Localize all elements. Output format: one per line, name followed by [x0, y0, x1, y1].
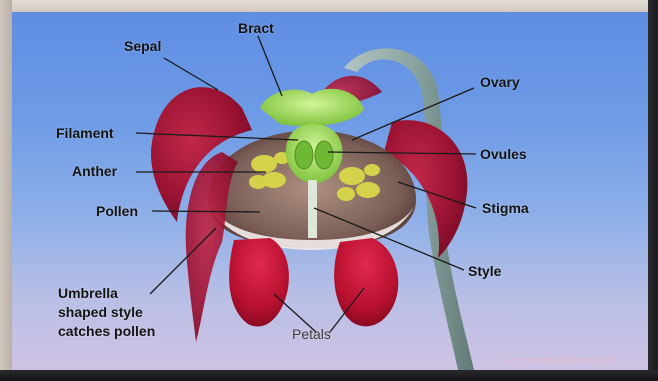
- petal-right: [334, 238, 398, 326]
- label-bract: Bract: [238, 20, 274, 37]
- slide-screen: Sepal Bract Ovary Filament Ovules Anther…: [12, 12, 648, 370]
- monitor-bezel-right: [648, 0, 658, 381]
- ovule-right: [315, 141, 333, 169]
- label-umbrella-line1: Umbrella: [58, 284, 198, 303]
- label-pollen: Pollen: [96, 203, 138, 220]
- label-umbrella-style: Umbrella shaped style catches pollen: [58, 284, 198, 341]
- bract-shape: [260, 89, 364, 127]
- label-anther: Anther: [72, 163, 117, 180]
- label-ovules: Ovules: [480, 146, 527, 163]
- label-filament: Filament: [56, 125, 114, 142]
- label-umbrella-line3: catches pollen: [58, 322, 198, 341]
- label-petals: Petals: [292, 326, 331, 343]
- monitor-bezel-left: [0, 0, 12, 381]
- monitor-bezel-bottom: [0, 370, 658, 381]
- credit-watermark: carnivorousplantresource.com: [504, 356, 617, 365]
- label-umbrella-line2: shaped style: [58, 303, 198, 322]
- label-style: Style: [468, 263, 501, 280]
- label-sepal: Sepal: [124, 38, 161, 55]
- label-stigma: Stigma: [482, 200, 529, 217]
- ovule-left: [295, 141, 313, 169]
- petal-left: [229, 238, 289, 326]
- label-ovary: Ovary: [480, 74, 520, 91]
